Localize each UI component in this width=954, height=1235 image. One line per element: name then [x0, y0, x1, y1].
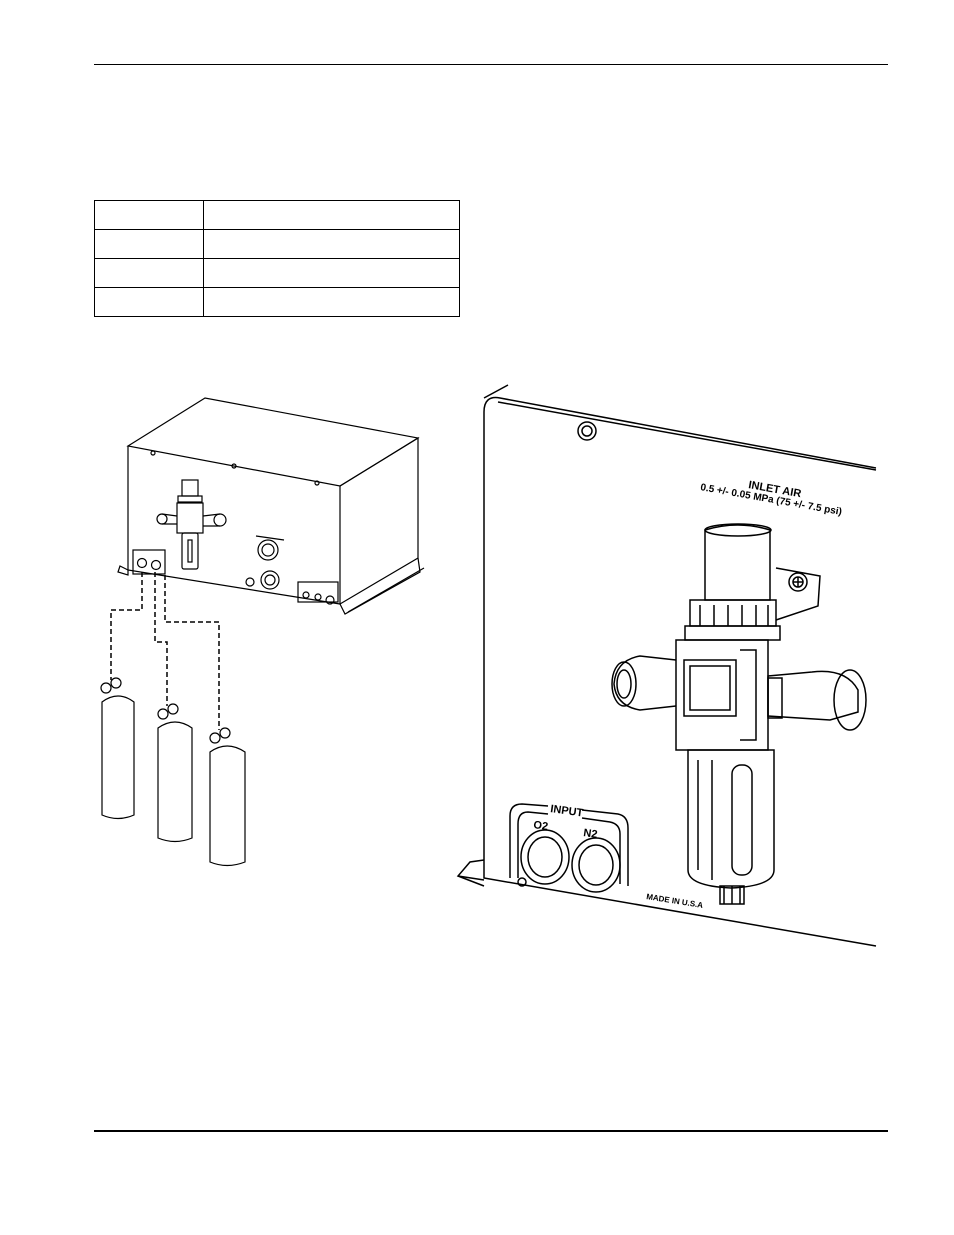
gas-supply-lines [110, 572, 220, 730]
gas-cylinder [100, 677, 135, 820]
gas-console-illustration [117, 397, 425, 615]
gas-cylinder [209, 727, 246, 867]
port-n2-label: N2 [583, 827, 599, 841]
input-label: INPUT [550, 803, 585, 820]
port-o2-label: O2 [533, 819, 549, 833]
table-row [94, 287, 460, 317]
header-rule [94, 64, 888, 65]
console-detail-illustration [456, 384, 877, 947]
footer-rule [94, 1130, 888, 1132]
spec-table [94, 200, 460, 317]
gas-cylinder [157, 703, 193, 843]
table-row [94, 229, 460, 259]
